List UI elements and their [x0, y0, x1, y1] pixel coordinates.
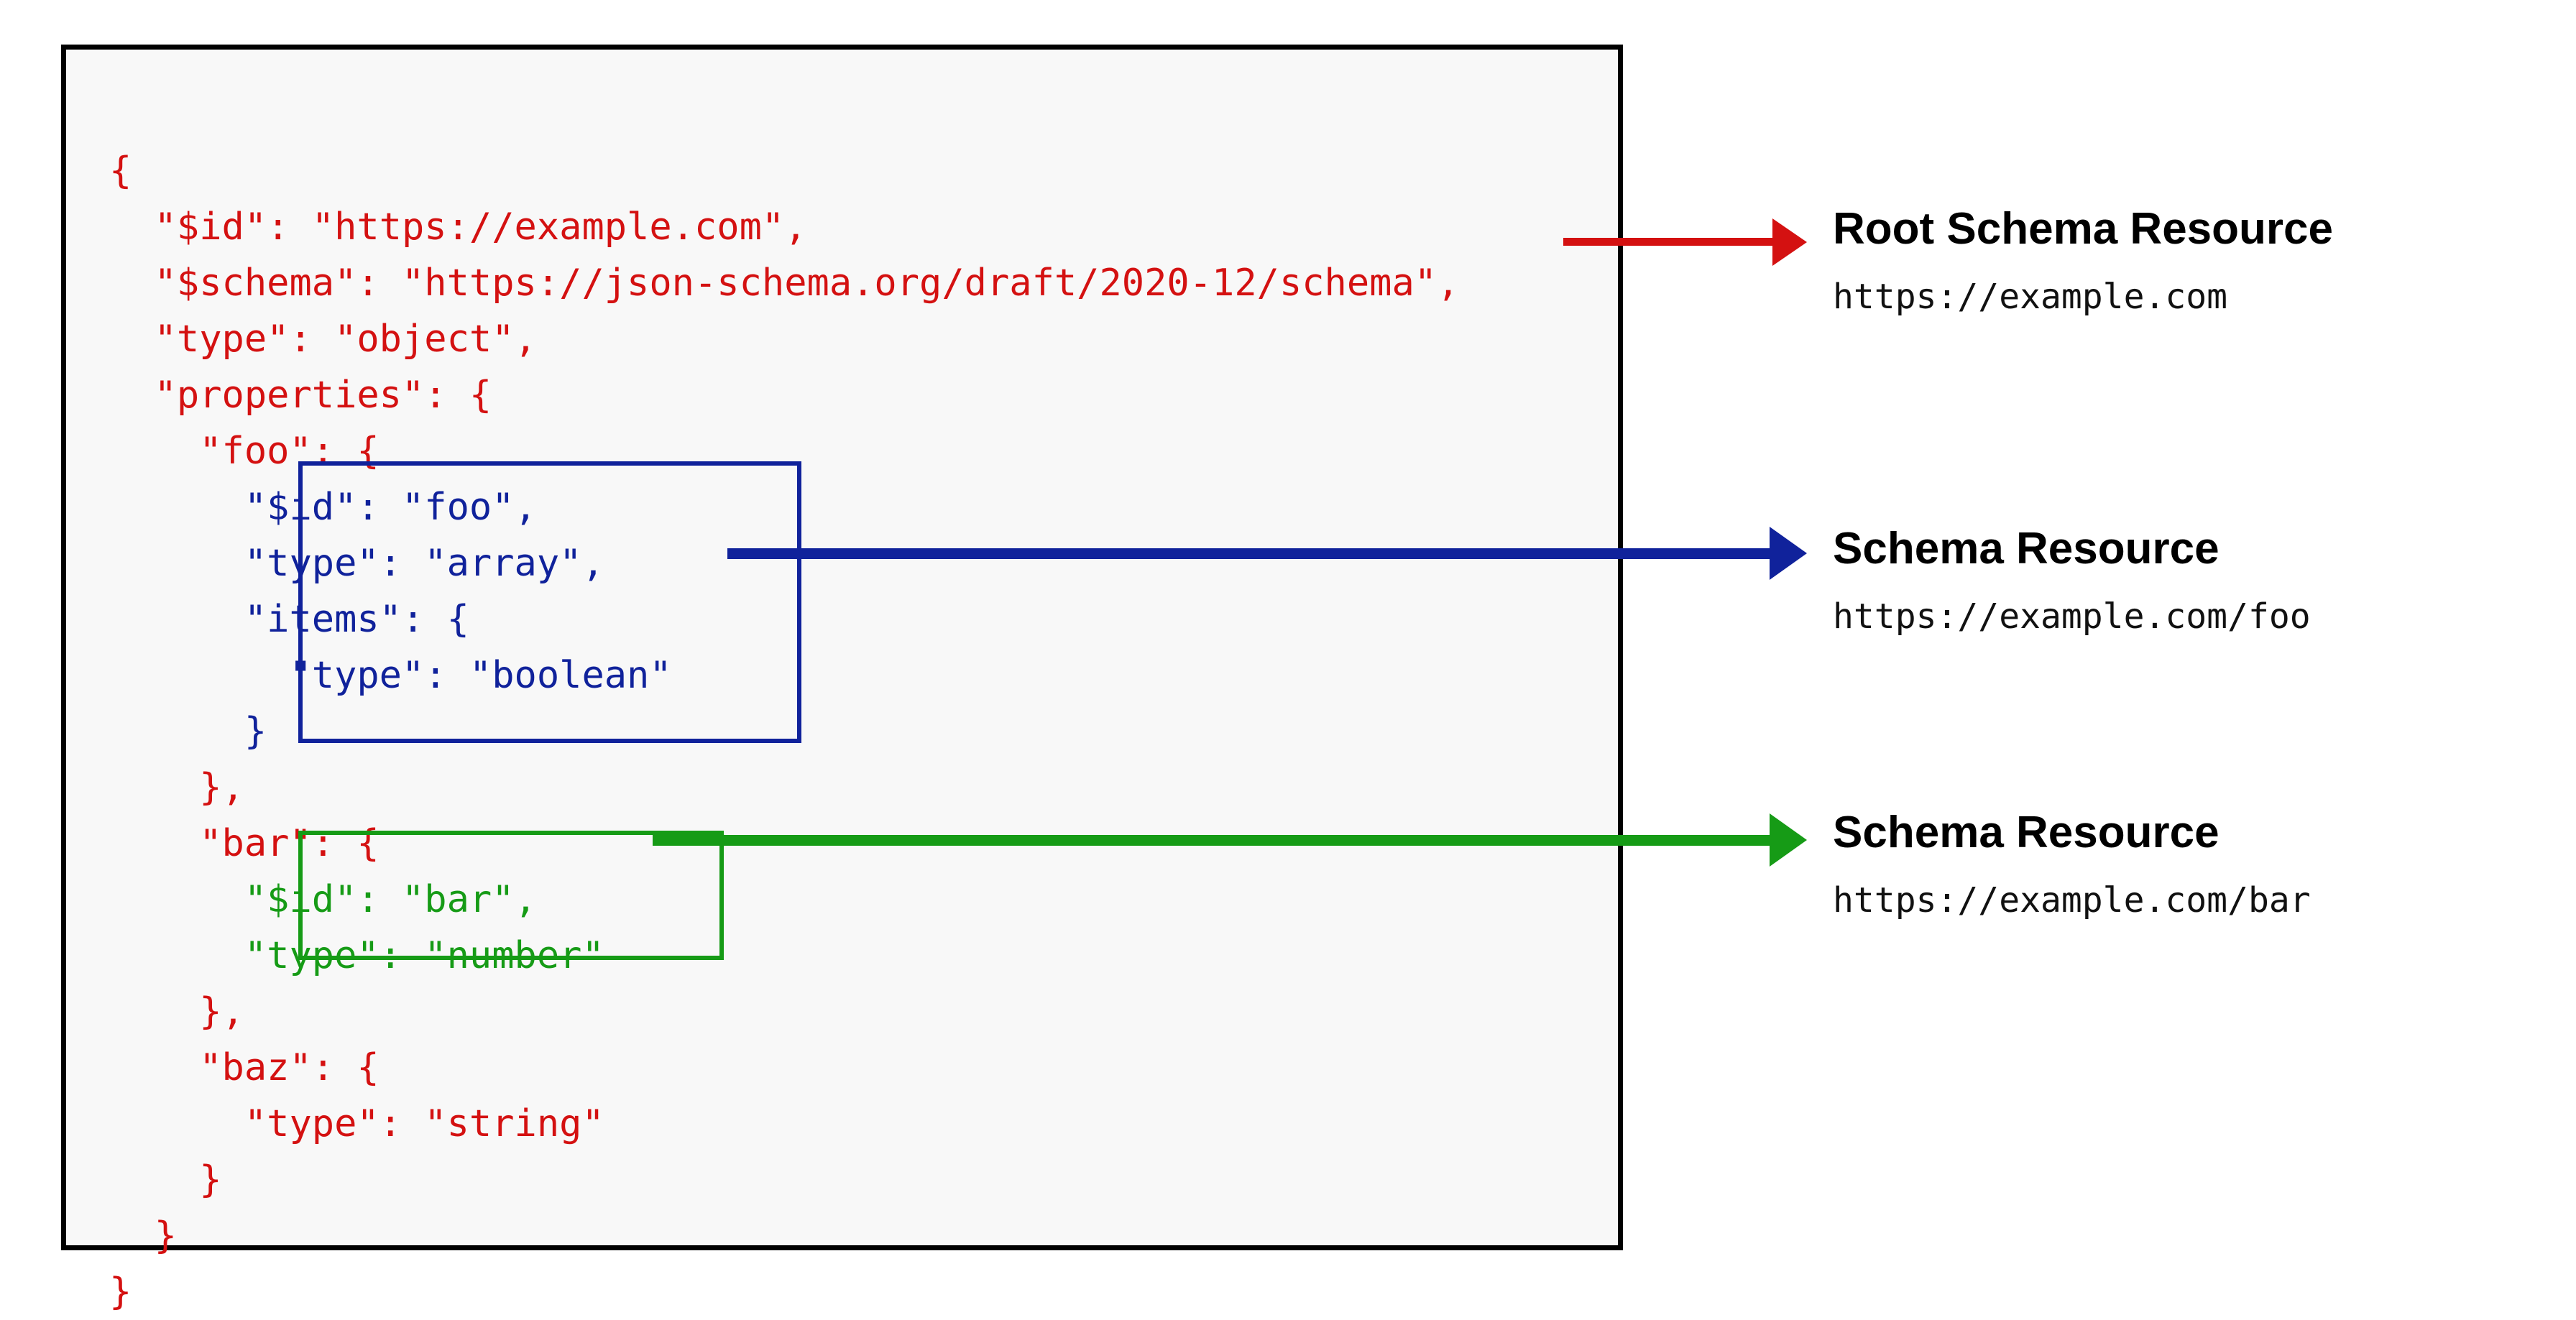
- resource-title-root: Root Schema Resource: [1833, 204, 2333, 254]
- code-line: "$id": "https://example.com",: [109, 206, 807, 249]
- resource-url-foo: https://example.com/foo: [1833, 596, 2311, 637]
- code-line: },: [109, 990, 244, 1033]
- code-line: "$id": "bar",: [109, 878, 537, 921]
- code-line: "items": {: [109, 598, 469, 641]
- code-line: }: [109, 710, 267, 753]
- code-line: "properties": {: [109, 374, 492, 417]
- bar-schema-arrow-head-icon: [1770, 813, 1807, 867]
- resource-url-root: https://example.com: [1833, 277, 2228, 318]
- foo-schema-arrow-head-icon: [1770, 527, 1807, 580]
- code-line: "$id": "foo",: [109, 486, 537, 529]
- resource-label-bar: Schema Resource https://example.com/bar: [1833, 808, 2311, 920]
- code-line: }: [109, 1270, 132, 1314]
- resource-label-root: Root Schema Resource https://example.com: [1833, 204, 2333, 318]
- code-line: "bar": {: [109, 822, 380, 865]
- resource-label-foo: Schema Resource https://example.com/foo: [1833, 524, 2311, 637]
- foo-schema-arrow-line: [727, 548, 1777, 559]
- code-panel: { "$id": "https://example.com", "$schema…: [61, 45, 1623, 1314]
- code-line: },: [109, 766, 244, 809]
- code-line: }: [109, 1158, 222, 1201]
- root-schema-arrow-head-icon: [1772, 218, 1807, 266]
- resource-url-bar: https://example.com/bar: [1833, 880, 2311, 921]
- resource-title-bar: Schema Resource: [1833, 808, 2220, 857]
- resource-title-foo: Schema Resource: [1833, 524, 2220, 573]
- code-line: "type": "string": [109, 1102, 604, 1145]
- code-line: "baz": {: [109, 1046, 380, 1089]
- code-line: "type": "boolean": [109, 654, 672, 697]
- code-line: {: [109, 149, 132, 193]
- code-line: "foo": {: [109, 430, 380, 473]
- json-schema-code: { "$id": "https://example.com", "$schema…: [109, 143, 1459, 1320]
- root-schema-arrow-line: [1563, 238, 1779, 246]
- bar-schema-highlight-box: [298, 831, 724, 960]
- foo-schema-highlight-box: [298, 461, 801, 743]
- bar-schema-arrow-line: [653, 835, 1777, 846]
- code-line: }: [109, 1214, 177, 1257]
- code-line: "type": "object",: [109, 318, 537, 361]
- code-line: "$schema": "https://json-schema.org/draf…: [109, 262, 1460, 305]
- code-line: "type": "array",: [109, 542, 604, 585]
